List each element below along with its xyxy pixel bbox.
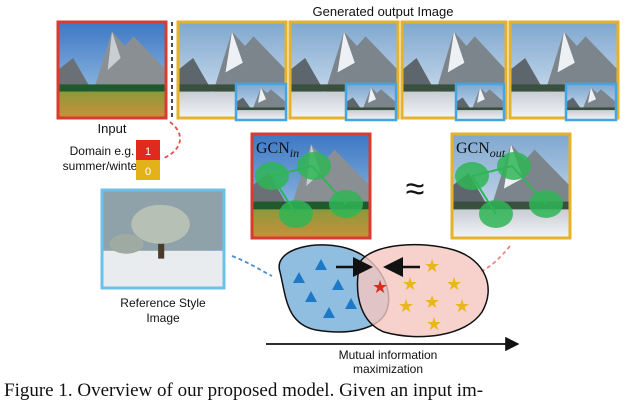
output-image-1 (176, 20, 288, 122)
source-triangle (293, 272, 305, 283)
domain-bit-one-label: 1 (145, 146, 151, 158)
mi-label-line2: maximization (353, 362, 423, 376)
source-triangle (323, 307, 335, 318)
gcn-in-label: GCNin (256, 140, 299, 160)
source-triangle (332, 279, 344, 290)
source-samples (293, 259, 357, 318)
source-triangle (305, 291, 317, 302)
reference-label-line2: Image (146, 311, 180, 325)
target-star: ★ (402, 274, 418, 294)
approx-symbol: ≈ (406, 170, 425, 208)
domain-label-line2: summer/winter (63, 159, 142, 173)
gcn-in-node-4 (279, 200, 313, 228)
target-star: ★ (446, 274, 462, 294)
gcn-in-node-1 (255, 162, 289, 190)
reference-to-blob-arrow (231, 255, 273, 277)
shared-sample-star: ★ (372, 277, 388, 297)
input-image (56, 20, 168, 120)
input-label: Input (98, 121, 127, 136)
gcn-out-label-sub: out (490, 146, 506, 160)
output-inset-2 (344, 82, 398, 122)
gcn-in-label-sub: in (290, 146, 299, 160)
gcn-out-node-4 (479, 200, 513, 228)
gcn-in-label-main: GCN (256, 140, 290, 157)
output-image-3 (400, 20, 508, 122)
gcn-out-panel: GCNout (450, 132, 572, 240)
target-star: ★ (424, 292, 440, 312)
gcn-out-node-3 (529, 190, 563, 218)
source-triangle (315, 259, 327, 270)
gcn-in-panel: GCNin (250, 132, 372, 240)
output-inset-1 (234, 82, 288, 122)
gcnout-to-blob-arrow (479, 245, 511, 273)
domain-bit-zero-label: 0 (145, 166, 151, 178)
target-star: ★ (426, 314, 442, 334)
output-inset-3 (454, 82, 506, 122)
gcn-in-node-3 (329, 190, 363, 218)
generated-output-title: Generated output Image (313, 4, 454, 19)
output-image-4 (508, 20, 620, 122)
gcn-out-label-main: GCN (456, 140, 490, 157)
mi-label-line1: Mutual information (339, 348, 438, 362)
reference-label-line1: Reference Style (120, 296, 206, 310)
domain-label-line1: Domain e.g. (70, 144, 135, 158)
gcn-out-node-2 (497, 152, 531, 180)
target-star: ★ (398, 296, 414, 316)
figure-caption: Figure 1. Overview of our proposed model… (4, 380, 483, 400)
gcn-out-label: GCNout (456, 140, 506, 160)
mutual-information-diagram: ★ ★ ★ ★ ★ ★ ★ ★ (278, 243, 489, 338)
domain-bit-zero: 0 (136, 160, 160, 180)
input-to-domain-arrow (163, 121, 181, 159)
target-samples: ★ ★ ★ ★ ★ ★ ★ (398, 256, 470, 334)
reference-style-image (100, 188, 226, 290)
domain-bit-one: 1 (136, 140, 160, 160)
output-inset-4 (564, 82, 618, 122)
source-triangle (345, 298, 357, 309)
output-image-2 (288, 20, 400, 122)
target-star: ★ (454, 296, 470, 316)
gcn-out-node-1 (455, 162, 489, 190)
target-star: ★ (424, 256, 440, 276)
gcn-in-node-2 (297, 152, 331, 180)
